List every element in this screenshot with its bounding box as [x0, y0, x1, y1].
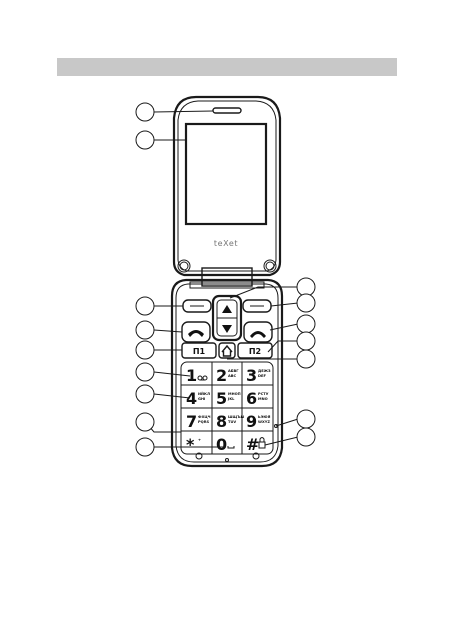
callout-star-key [135, 412, 155, 432]
up-arrow-icon [222, 305, 232, 313]
key-digit: * [186, 435, 195, 454]
key-digit: 9 [246, 412, 257, 431]
callout-call-key [135, 320, 155, 340]
key-digit: 5 [216, 389, 227, 408]
callout-voicemail-key [135, 362, 155, 382]
home-key[interactable] [218, 342, 236, 359]
down-arrow-icon [222, 325, 232, 333]
key-digit: 6 [246, 389, 257, 408]
call-icon [188, 330, 204, 337]
key-hash[interactable]: # [246, 435, 259, 454]
key-star[interactable]: *+ [186, 435, 201, 454]
key-letters: DEF [258, 374, 266, 378]
key-letters: GHI [198, 397, 205, 401]
key-letters: ЬЭЮЯ [258, 415, 271, 419]
header-bar [57, 58, 397, 76]
call-key[interactable] [181, 321, 211, 343]
key-digit: 3 [246, 366, 257, 385]
key-letters: МНОП [228, 392, 241, 396]
keypad [180, 361, 274, 455]
key-letters: ШЩЪЫ [228, 415, 245, 419]
key-digit: 8 [216, 412, 227, 431]
key-digit: # [246, 435, 259, 454]
callouts [135, 102, 316, 457]
home-icon [221, 344, 233, 357]
key-0[interactable]: 0 [216, 435, 227, 454]
display-screen [184, 122, 268, 226]
key-letters: WXYZ [258, 420, 270, 424]
end-call-icon [250, 331, 266, 338]
key-letters: + [198, 438, 201, 442]
space-icon [227, 446, 235, 449]
key-digit: 7 [186, 412, 197, 431]
callout-display [135, 130, 155, 150]
callout-earpiece [135, 102, 155, 122]
callout-navigation-key [296, 277, 316, 297]
end-call-key[interactable] [243, 321, 273, 343]
callout-digit-keys [135, 384, 155, 404]
key-digit: 4 [186, 389, 197, 408]
key-digit: 1 [186, 366, 197, 385]
callout-hash-key [296, 427, 316, 447]
callout-right-function-key [296, 331, 316, 351]
callout-left-soft-key [135, 296, 155, 316]
left-function-key-label: П1 [193, 347, 206, 356]
callout-leaders [147, 110, 299, 448]
hinge [189, 267, 265, 289]
callout-microphone [296, 409, 316, 429]
key-letters: РСТУ [258, 392, 269, 396]
earpiece [212, 107, 242, 114]
key-letters: PQRS [198, 420, 209, 424]
key-letters: TUV [228, 420, 236, 424]
right-function-key[interactable] [237, 342, 273, 359]
key-letters: JKL [227, 397, 235, 401]
key-1[interactable]: 1 [186, 366, 197, 385]
voicemail-icon [197, 375, 208, 381]
key-digit: 0 [216, 435, 227, 454]
brand-logo: teXet [214, 239, 238, 248]
right-function-key-label: П2 [249, 347, 261, 356]
callout-right-soft-key [296, 293, 316, 313]
phone-body [170, 278, 284, 468]
key-letters: ABC [228, 374, 237, 378]
key-letters: ИЙКЛ [198, 391, 210, 396]
navigation-key[interactable] [211, 294, 243, 342]
callout-zero-key [135, 437, 155, 457]
callout-left-function-key [135, 340, 155, 360]
callout-end-call-key [296, 314, 316, 334]
key-letters: АБВГ [228, 369, 239, 373]
lock-icon [258, 437, 266, 449]
key-letters: MNO [258, 397, 268, 401]
phone-lid: teXet [172, 95, 282, 277]
key-letters: ДЕЖЗ [258, 369, 271, 373]
key-digit: 2 [216, 366, 227, 385]
key-letters: ФХЦЧ [198, 415, 211, 419]
callout-home-key [296, 349, 316, 369]
